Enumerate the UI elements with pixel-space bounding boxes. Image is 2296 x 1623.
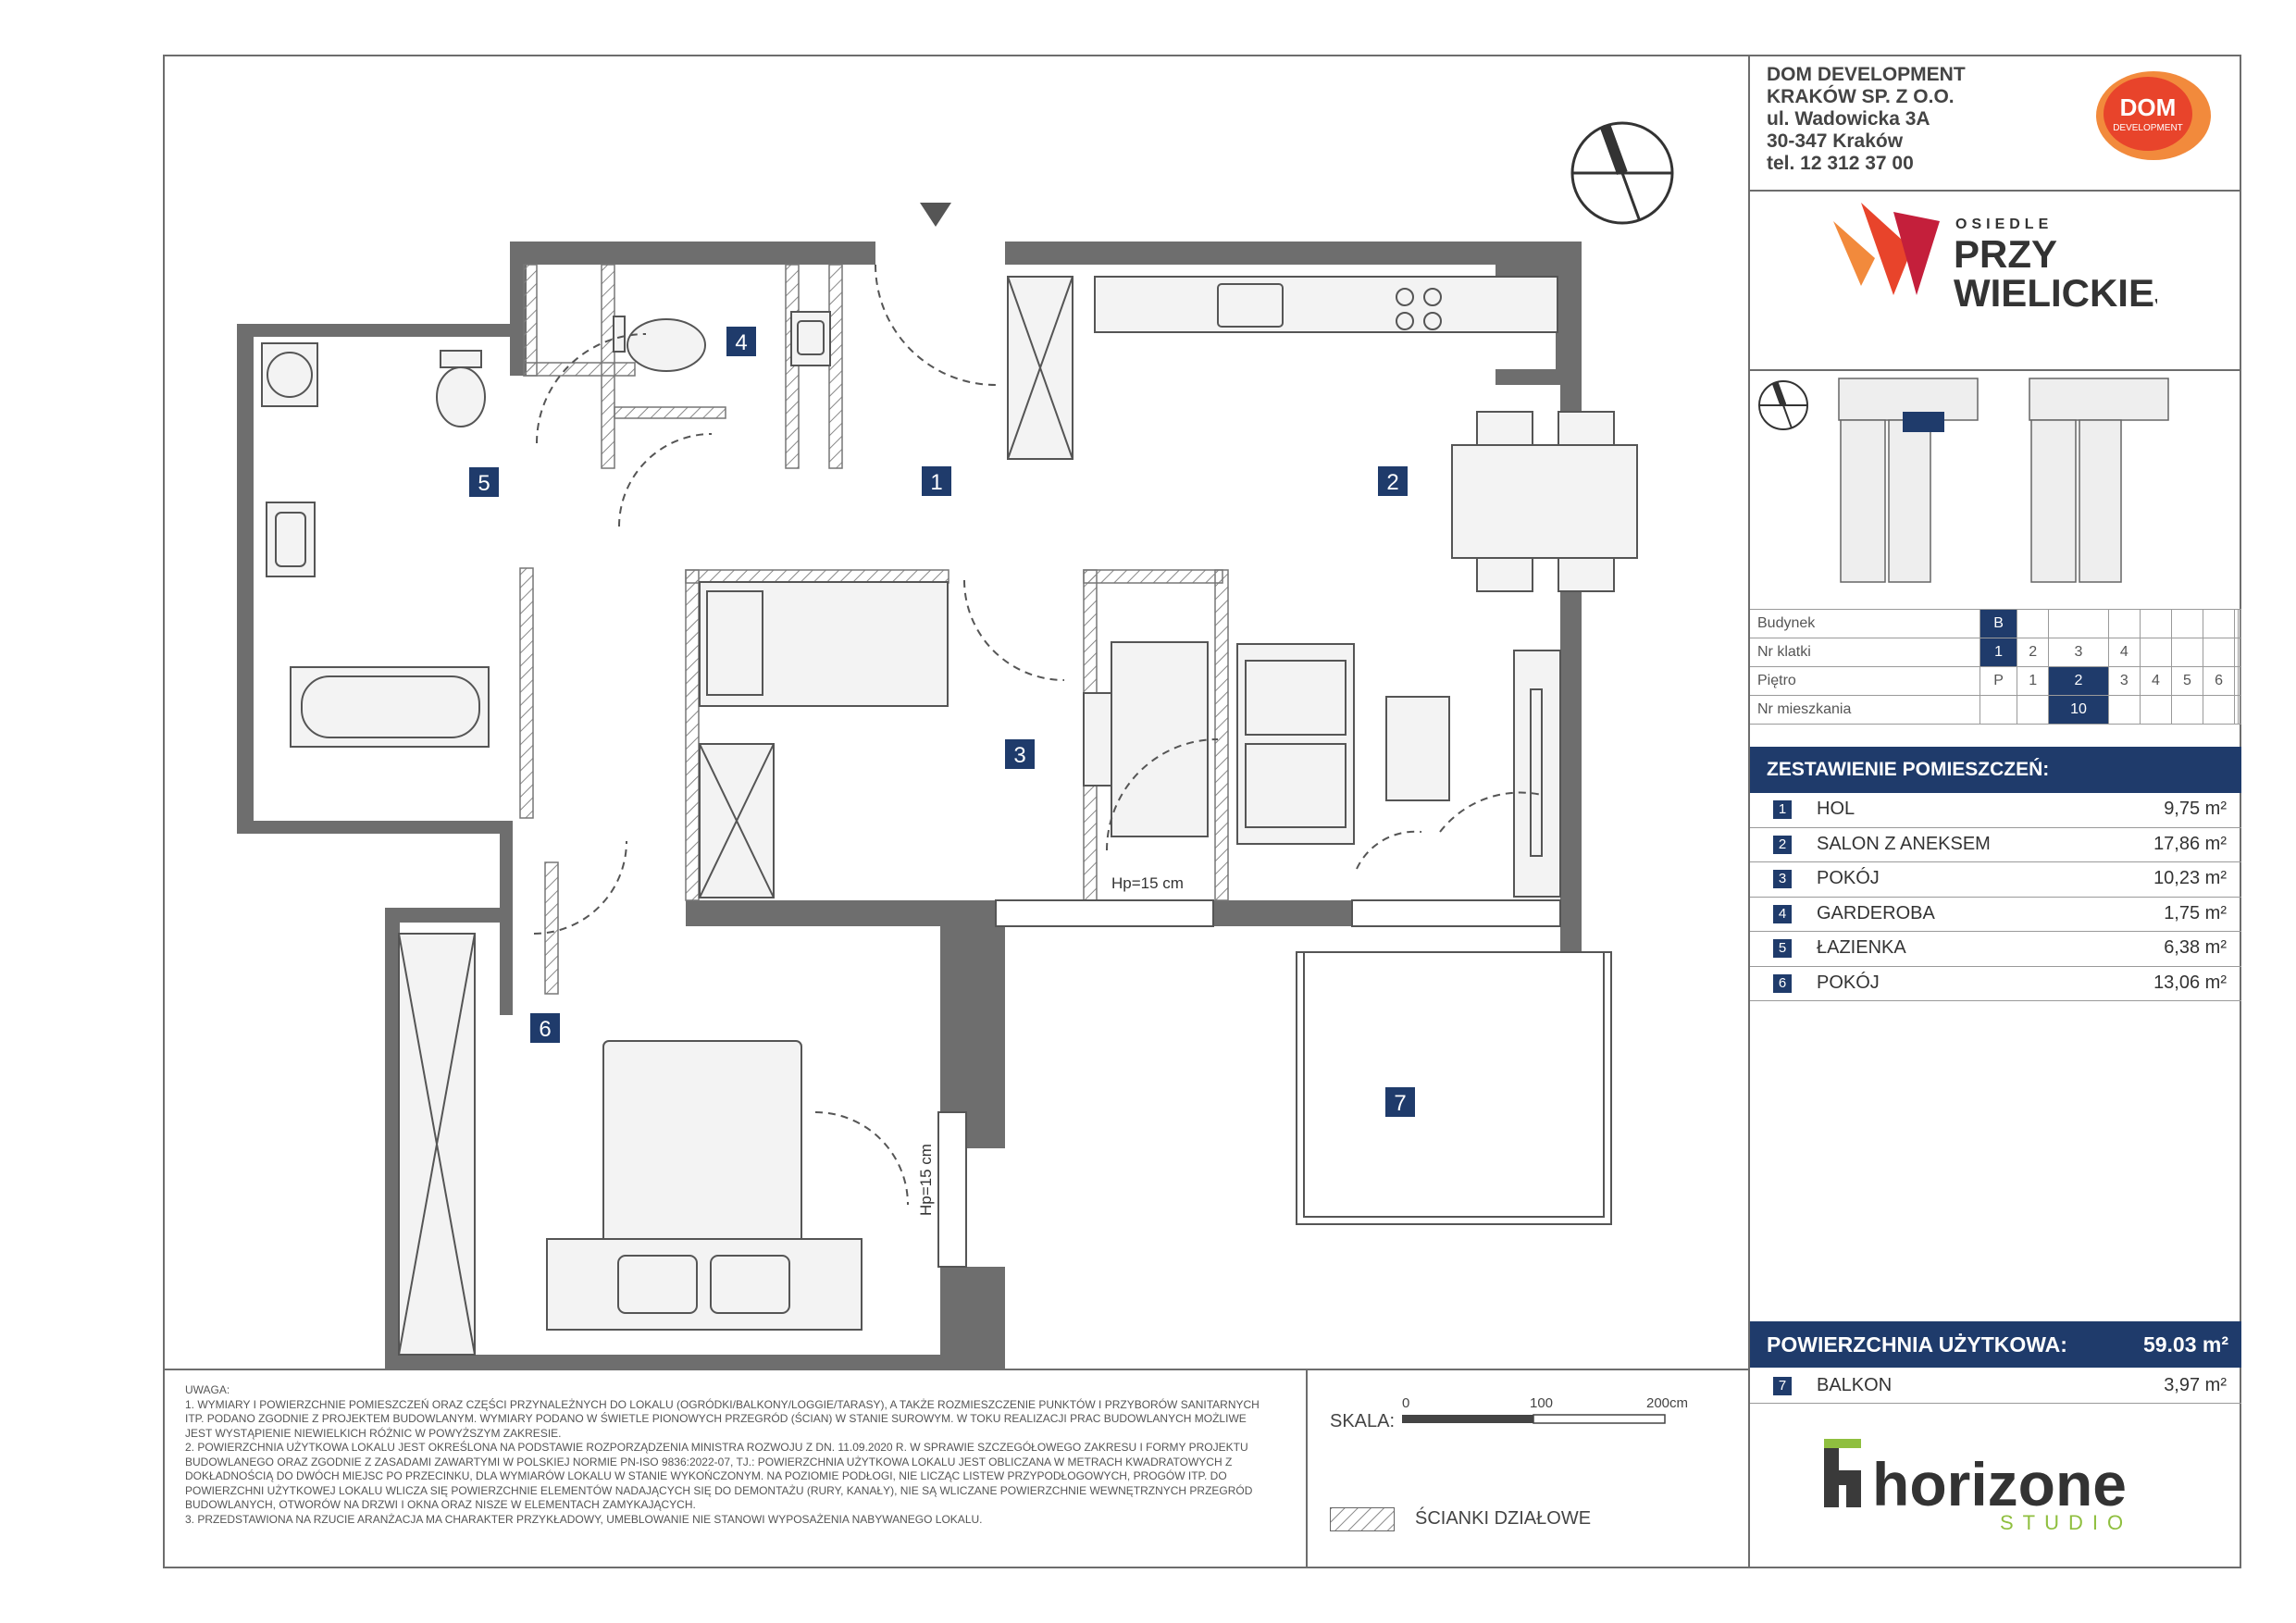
compass-icon [1570, 121, 1674, 225]
svg-text:OSIEDLE: OSIEDLE [1955, 217, 2053, 232]
svg-text:0: 0 [1402, 1395, 1409, 1411]
fixtures [261, 276, 1638, 1356]
note-item: 2. POWIERZCHNIA UŻYTKOWA LOKALU JEST OKR… [185, 1441, 1253, 1511]
svg-text:DEVELOPMENT: DEVELOPMENT [2113, 123, 2183, 133]
room-labels: 1 2 3 4 5 6 7 [469, 327, 1415, 1117]
info-row-budynek: Budynek B [1750, 609, 2242, 638]
note-item: 3. PRZEDSTAWIONA NA RZUCIE ARANŻACJA MA … [185, 1512, 983, 1526]
svg-text:2: 2 [1386, 470, 1398, 495]
company-line: KRAKÓW SP. Z O.O. [1767, 86, 1955, 107]
apartment-info-table: Budynek B Nr klatki 1 2 3 4 Piętro P 1 2… [1750, 609, 2242, 725]
title-block: DOM DEVELOPMENT KRAKÓW SP. Z O.O. ul. Wa… [1748, 55, 2242, 1568]
divider [1750, 369, 2241, 371]
windows [937, 899, 1561, 1268]
svg-text:4: 4 [735, 330, 747, 355]
info-row-mieszkanie: Nr mieszkania 10 [1750, 695, 2242, 725]
company-info: DOM DEVELOPMENT KRAKÓW SP. Z O.O. ul. Wa… [1767, 64, 1966, 175]
svg-text:100: 100 [1530, 1395, 1553, 1411]
sheet-border [163, 55, 2241, 1568]
svg-text:DOM: DOM [2120, 93, 2177, 121]
balcony [1296, 951, 1612, 1225]
company-line: 30-347 Kraków [1767, 130, 1904, 152]
floor-plan: Hp=15 cm Hp=15 cm 1 2 3 4 5 6 7 [237, 121, 1674, 1369]
svg-text:1: 1 [930, 470, 942, 495]
company-line: tel. 12 312 37 00 [1767, 153, 1914, 174]
partition-walls-legend-label: ŚCIANKI DZIAŁOWE [1415, 1508, 1592, 1529]
osiedle-logo: OSIEDLE PRZY WIELICKIEJ [1833, 203, 2157, 314]
threshold-note-room6: Hp=15 cm [917, 1144, 935, 1216]
scale-label: SKALA: [1330, 1411, 1396, 1431]
scale-legend-box: SKALA: 0 100 200cm ŚCIANKI DZIAŁOWE [1306, 1369, 1748, 1568]
usable-area-total: POWIERZCHNIA UŻYTKOWA: 59.03 m² [1750, 1321, 2241, 1368]
scale-bar: 0 100 200cm [1402, 1395, 1688, 1424]
entrance-marker [920, 203, 951, 227]
building-key-plan [1758, 378, 2169, 583]
company-line: DOM DEVELOPMENT [1767, 64, 1966, 85]
note-item: 1. WYMIARY I POWIERZCHNIE POMIESZCZEŃ OR… [185, 1397, 1260, 1440]
threshold-note-room3: Hp=15 cm [1111, 874, 1184, 892]
svg-text:horizone: horizone [1872, 1450, 2127, 1518]
divider [1750, 190, 2241, 192]
svg-text:WIELICKIEJ: WIELICKIEJ [1954, 271, 2157, 314]
partition-wall-swatch [1330, 1507, 1395, 1531]
info-row-pietro: Piętro P 1 2 3 4 5 6 [1750, 666, 2242, 696]
svg-text:6: 6 [539, 1017, 551, 1042]
svg-text:3: 3 [1013, 743, 1025, 768]
rooms-table-title: ZESTAWIENIE POMIESZCZEŃ: [1750, 747, 2241, 793]
horizone-studio-logo: horizone STUDIO [1824, 1439, 2132, 1534]
svg-text:PRZY: PRZY [1954, 232, 2057, 276]
notes-section: UWAGA: 1. WYMIARY I POWIERZCHNIE POMIESZ… [163, 1369, 1306, 1568]
svg-text:5: 5 [478, 471, 490, 496]
door-swings [533, 264, 1543, 1206]
svg-text:7: 7 [1394, 1091, 1406, 1116]
info-row-klatka: Nr klatki 1 2 3 4 [1750, 638, 2242, 667]
balcony-row: 7 BALKON 3,97 m² [1750, 1369, 2241, 1404]
svg-text:200cm: 200cm [1646, 1395, 1688, 1411]
dom-development-logo: DOM DEVELOPMENT [2096, 71, 2211, 160]
notes-title: UWAGA: [185, 1383, 230, 1396]
svg-text:STUDIO: STUDIO [2000, 1511, 2132, 1534]
company-line: ul. Wadowicka 3A [1767, 108, 1930, 130]
notes-text: UWAGA: 1. WYMIARY I POWIERZCHNIE POMIESZ… [185, 1383, 1272, 1527]
